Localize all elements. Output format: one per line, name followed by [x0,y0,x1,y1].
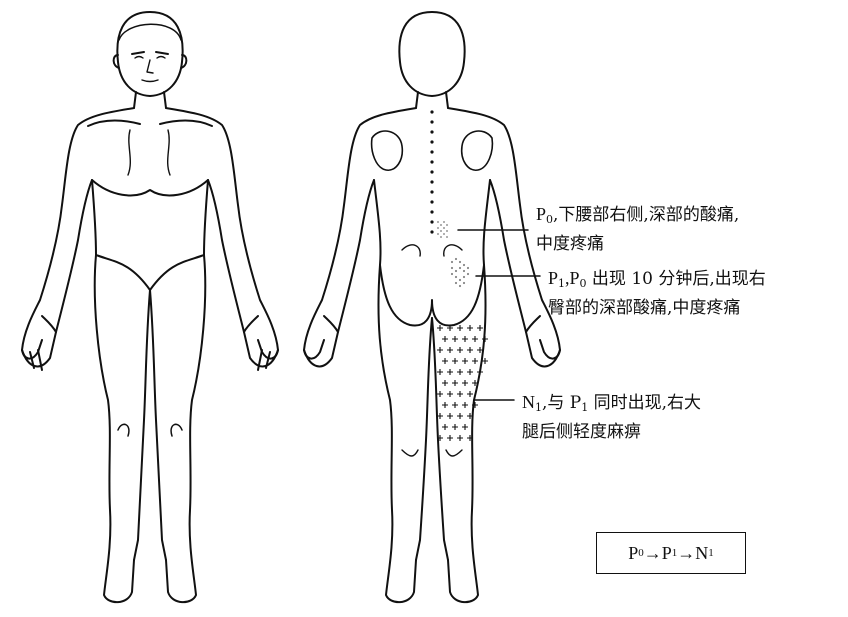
n1-text-line2: 腿后侧轻度麻痹 [522,420,701,444]
back-figure [304,12,560,602]
n1-plus-mark [447,435,453,441]
seq-item-1: P [628,543,638,564]
n1-plus-mark [472,358,478,364]
front-figure [22,12,278,602]
n1-symbol: N [522,392,535,412]
n1-subscript: 1 [535,401,542,414]
n1-plus-mark [472,336,478,342]
seq-arrow-1: → [644,543,662,564]
annotation-p0: P0,下腰部右侧,深部的酸痛, 中度疼痛 [536,202,739,256]
n1-plus-mark [457,347,463,353]
p1-text-line1: 出现 10 分钟后,出现右 [587,269,766,289]
n1-plus-mark [477,325,483,331]
n1-plus-mark [442,380,448,386]
n1-plus-mark [477,369,483,375]
n1-plus-mark [462,358,468,364]
p1-symbol: P [548,268,558,288]
n1-plus-mark [467,347,473,353]
p1-text-line2: 臀部的深部酸痛,中度疼痛 [548,296,766,320]
n1-plus-mark [442,402,448,408]
n1-plus-mark [452,402,458,408]
spine-dots [430,110,433,233]
p0-region [437,221,448,238]
n1-plus-mark [482,336,488,342]
n1-plus-mark [447,369,453,375]
n1-plus-mark [442,336,448,342]
n1-text-line1: ,与 P [542,393,581,413]
p0-text-line1: ,下腰部右侧,深部的酸痛, [553,205,739,225]
n1-plus-mark [462,380,468,386]
n1-plus-mark [447,413,453,419]
n1-plus-mark [447,347,453,353]
seq-item-2: P [662,543,672,564]
p1-region [451,258,469,287]
n1-plus-mark [452,424,458,430]
p0-text-line2: 中度疼痛 [536,232,739,256]
annotation-n1: N1,与 P1 同时出现,右大 腿后侧轻度麻痹 [522,390,701,444]
n1-plus-mark [437,391,443,397]
n1-plus-mark [467,325,473,331]
seq-item-3: N [695,543,708,564]
n1-plus-mark [442,424,448,430]
n1-plus-mark [462,424,468,430]
n1-plus-mark [442,358,448,364]
p0-symbol: P [536,204,546,224]
p1-mid: ,P [565,268,580,288]
n1-plus-mark [437,325,443,331]
n1-plus-mark [452,336,458,342]
n1-plus-mark [467,369,473,375]
n1-plus-mark [462,336,468,342]
n1-plus-mark [457,435,463,441]
n1-plus-mark [452,358,458,364]
n1-plus-mark [457,391,463,397]
n1-plus-mark [437,369,443,375]
n1-plus-mark [452,380,458,386]
p1-subscript-2: 0 [580,277,587,290]
n1-text-line1b: 同时出现,右大 [588,393,701,413]
seq-arrow-2: → [677,543,695,564]
p0-subscript: 0 [546,213,553,226]
p1-subscript: 1 [558,277,565,290]
n1-plus-mark [462,402,468,408]
seq-item-3-sub: 1 [708,547,714,559]
n1-plus-mark [467,391,473,397]
n1-plus-mark [457,369,463,375]
n1-region [437,325,488,441]
n1-plus-mark [447,391,453,397]
annotation-p1: P1,P0 出现 10 分钟后,出现右 臀部的深部酸痛,中度疼痛 [548,266,766,320]
n1-plus-mark [437,347,443,353]
n1-plus-mark [457,413,463,419]
n1-plus-mark [457,325,463,331]
